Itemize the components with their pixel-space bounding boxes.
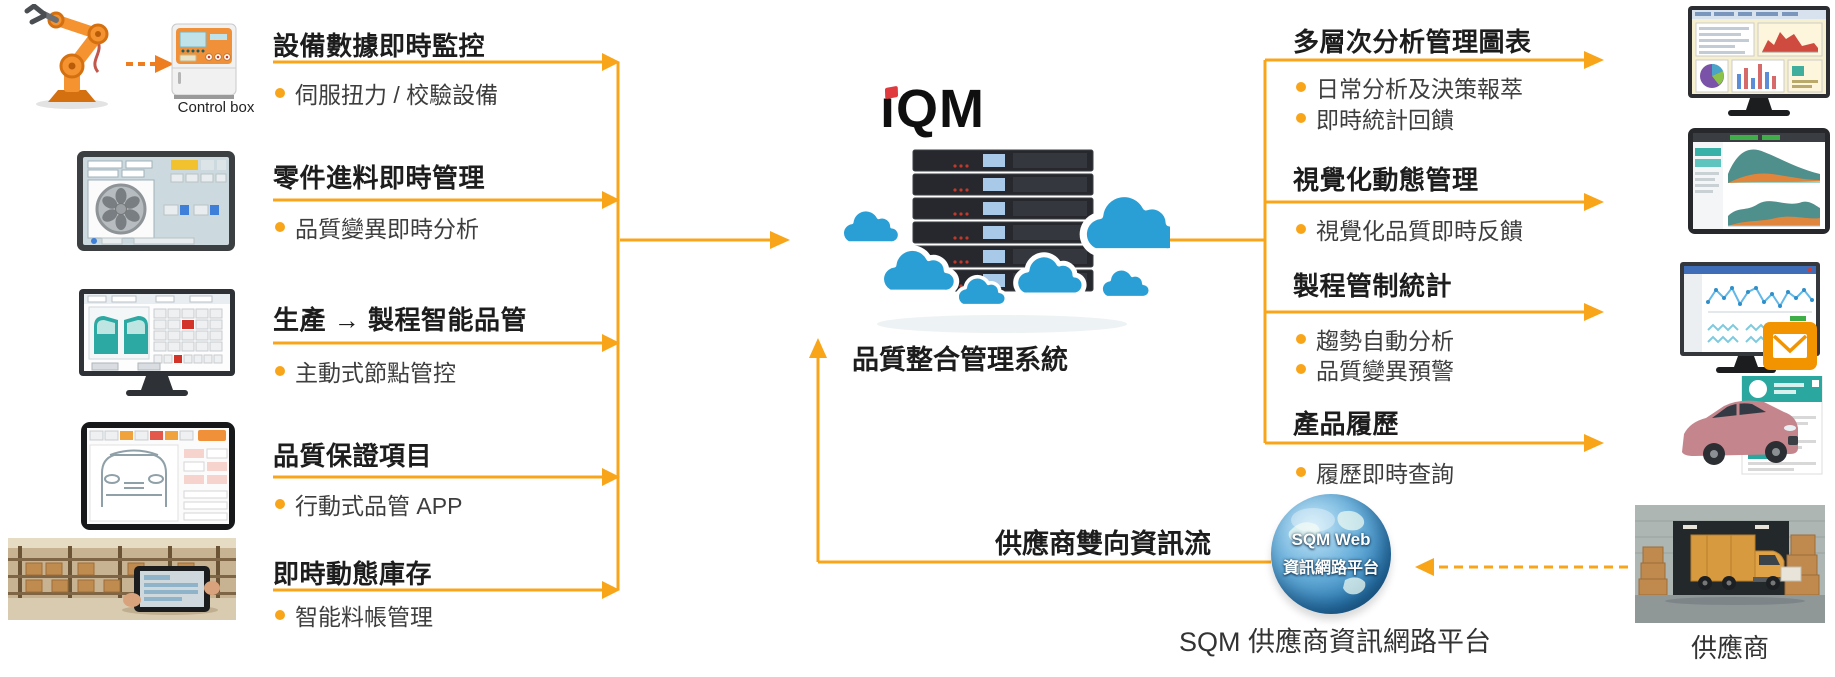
warehouse-inventory-photo xyxy=(8,538,236,620)
bullet-dot-icon xyxy=(1296,364,1306,374)
right-item-2-title: 視覺化動態管理 xyxy=(1293,165,1479,195)
right-item-4-title: 產品履歷 xyxy=(1293,409,1400,439)
left-item-5-title: 即時動態庫存 xyxy=(273,559,433,589)
left-item-3-title: 生產 → 製程智能品管 xyxy=(273,305,527,335)
iqm-logo: ıQM xyxy=(880,79,986,139)
product-car-and-spec-sheet xyxy=(1682,376,1823,475)
bullet-dot-icon xyxy=(1296,82,1306,92)
left-item-2-bullet: 品質變異即時分析 xyxy=(275,210,479,244)
wheel-inspection-screen xyxy=(77,151,235,251)
bullet-dot-icon xyxy=(275,366,285,376)
right-item-3-bullet-1: 趨勢自動分析 xyxy=(1296,322,1454,356)
supplier-caption: 供應商 xyxy=(1690,633,1769,663)
robot-arm-illustration xyxy=(24,4,109,109)
left-item-1-title: 設備數據即時監控 xyxy=(273,31,486,61)
analysis-dashboard-screen xyxy=(1688,6,1830,116)
supplier-truck-photo xyxy=(1635,505,1825,623)
control-box-illustration xyxy=(171,23,237,99)
bullet-dot-icon xyxy=(275,88,285,98)
logo-red-dot-icon xyxy=(884,85,899,100)
bullet-dot-icon xyxy=(275,222,285,232)
bullet-dot-icon xyxy=(1296,113,1306,123)
right-item-1-title: 多層次分析管理圖表 xyxy=(1293,27,1532,57)
left-item-5-bullet: 智能料帳管理 xyxy=(275,598,433,632)
iqm-cloud-servers-illustration xyxy=(835,149,1170,333)
left-item-4-title: 品質保證項目 xyxy=(273,441,433,471)
mobile-qc-tablet-screen xyxy=(81,422,235,530)
sqm-flow-label: 供應商雙向資訊流 xyxy=(995,529,1211,559)
right-item-1-bullet-2: 即時統計回饋 xyxy=(1296,101,1454,135)
left-item-4-bullet: 行動式品管 APP xyxy=(275,487,462,521)
sqm-globe: SQM Web 資訊網路平台 xyxy=(1271,494,1391,614)
left-item-3-bullet: 主動式節點管控 xyxy=(275,354,456,388)
bullet-dot-icon xyxy=(1296,467,1306,477)
bullet-dot-icon xyxy=(275,610,285,620)
right-item-2-bullet: 視覺化品質即時反饋 xyxy=(1296,212,1523,246)
right-item-1-bullet-1: 日常分析及決策報萃 xyxy=(1296,70,1523,104)
bullet-dot-icon xyxy=(1296,224,1306,234)
bullet-dot-icon xyxy=(1296,334,1306,344)
right-item-3-bullet-2: 品質變異預警 xyxy=(1296,352,1454,386)
globe-landmass-graphic xyxy=(1288,508,1366,595)
bullet-dot-icon xyxy=(275,499,285,509)
center-caption: 品質整合管理系統 xyxy=(852,345,1068,375)
visual-management-screen xyxy=(1688,128,1830,234)
globe-label-line1: SQM Web xyxy=(1291,530,1371,549)
control-box-label: Control box xyxy=(177,99,255,116)
right-item-3-title: 製程管制統計 xyxy=(1293,271,1453,301)
email-icon xyxy=(1763,322,1817,370)
globe-label-line2: 資訊網路平台 xyxy=(1282,560,1379,577)
left-item-2-title: 零件進料即時管理 xyxy=(273,163,486,193)
right-item-4-bullet: 履歷即時查詢 xyxy=(1296,455,1454,489)
sqm-caption: SQM 供應商資訊網路平台 xyxy=(1178,627,1491,657)
left-item-1-bullet: 伺服扭力 / 校驗設備 xyxy=(275,76,498,110)
door-inspection-screen xyxy=(79,289,235,396)
